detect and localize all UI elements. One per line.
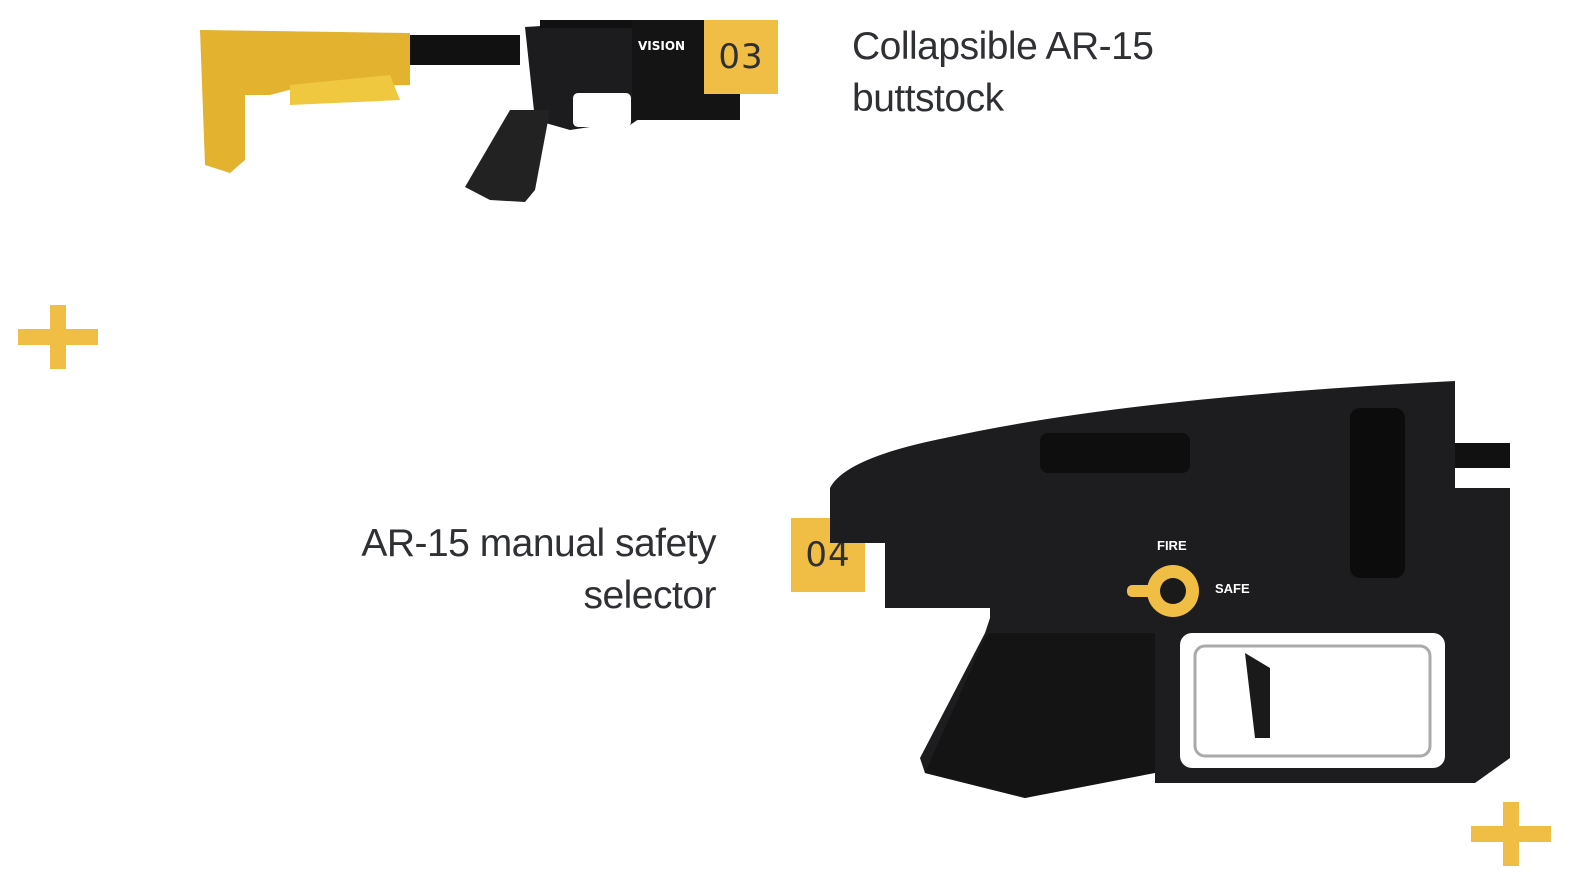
fire-marking: FIRE [1157,538,1187,553]
plus-icon [1471,802,1551,866]
feature-number-badge-03: 03 [704,20,778,94]
plus-icon [18,305,98,369]
feature-title-line: buttstock [852,77,1004,120]
feature-title-03: Collapsible AR-15 buttstock [852,21,1154,125]
feature-title-line: AR-15 manual safety [361,522,716,565]
safe-marking: SAFE [1215,581,1250,596]
feature-title-line: Collapsible AR-15 [852,25,1154,68]
safety-selector-closeup-image: FIRE SAFE [830,381,1510,798]
vision-logo: VISION [638,39,685,53]
rifle-buttstock-image: VISION [200,20,740,202]
feature-title-line: selector [583,574,716,617]
feature-title-04: AR-15 manual safety selector [361,518,716,622]
